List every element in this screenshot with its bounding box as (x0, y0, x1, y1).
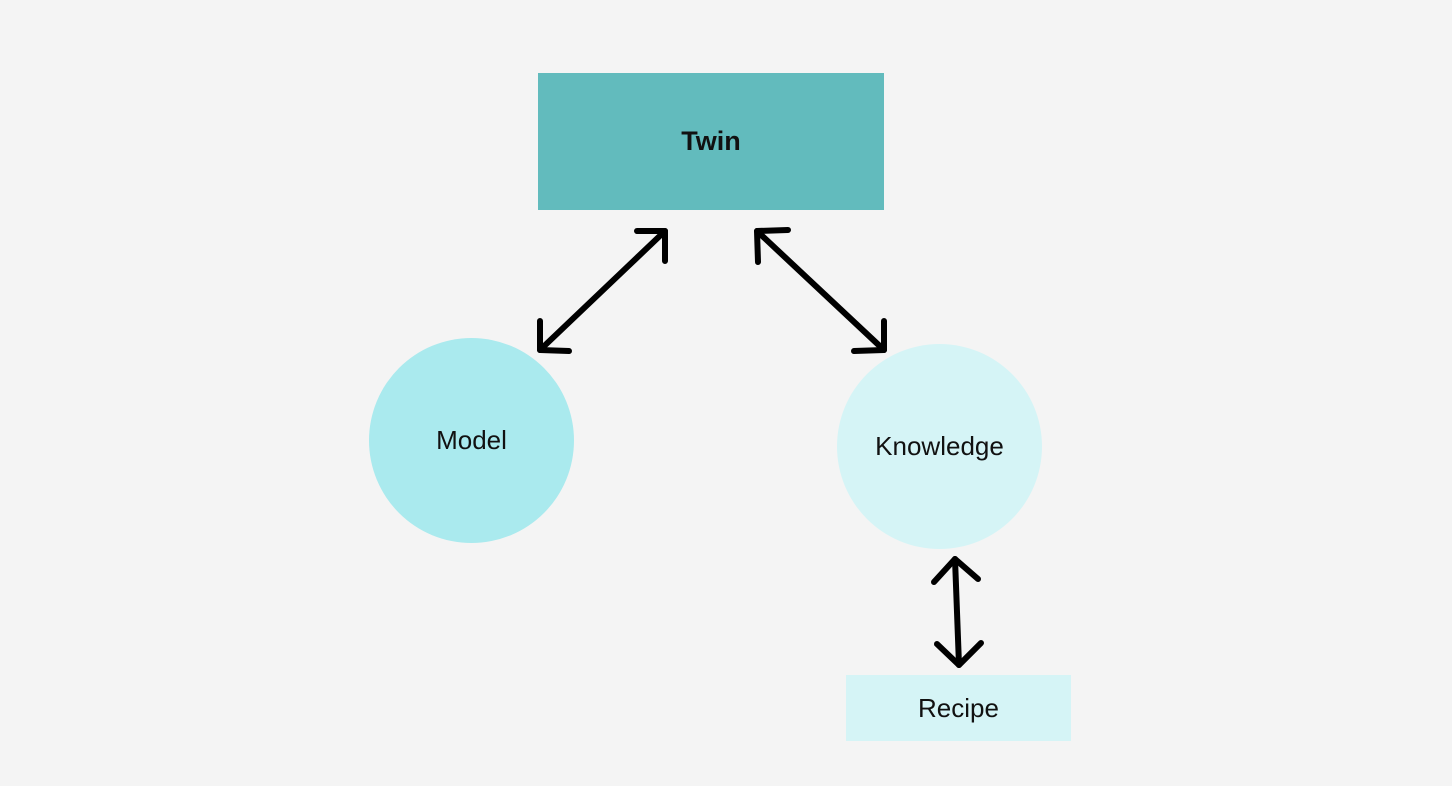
model-node: Model (369, 338, 574, 543)
arrow-knowledge-recipe (931, 556, 984, 668)
knowledge-node: Knowledge (837, 344, 1042, 549)
recipe-label: Recipe (918, 692, 999, 723)
twin-label: Twin (681, 126, 741, 156)
arrow-knowledge-recipe-head-top (931, 556, 981, 585)
arrow-twin-knowledge-line (754, 228, 887, 353)
arrow-twin-knowledge-head-bottom (851, 318, 887, 354)
arrow-twin-model (537, 228, 668, 354)
arrow-twin-model-line (537, 228, 668, 353)
recipe-node: Recipe (846, 675, 1071, 741)
arrow-knowledge-recipe-head-bottom (934, 640, 984, 668)
arrow-twin-model-head-bottom (537, 318, 572, 354)
knowledge-label: Knowledge (875, 431, 1004, 461)
twin-node: Twin (538, 73, 884, 210)
arrow-twin-model-head-top (634, 228, 668, 264)
arrow-knowledge-recipe-line (952, 556, 962, 668)
arrow-twin-knowledge-head-top (754, 227, 791, 265)
arrow-twin-knowledge (754, 227, 887, 354)
model-label: Model (436, 425, 507, 455)
